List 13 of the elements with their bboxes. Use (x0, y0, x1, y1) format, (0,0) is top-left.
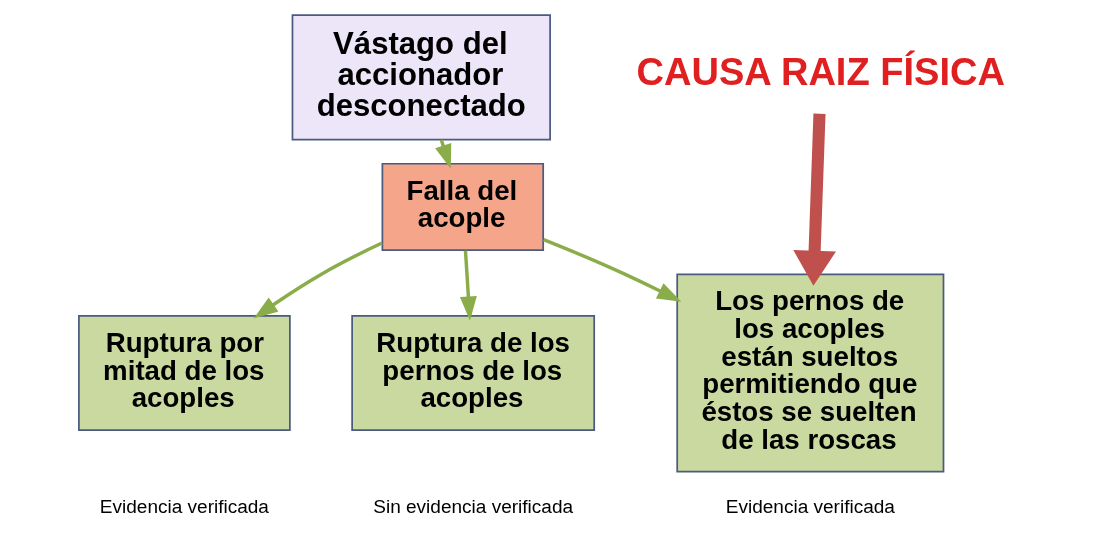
node-box: Ruptura por mitad de los acoples (78, 315, 291, 431)
node-box: Los pernos de los acoples están sueltos permitiendo que éstos se suelten de las roscas (676, 273, 945, 473)
node-box: Vástago del accionador desconectado (291, 14, 551, 141)
arrow (793, 113, 836, 286)
node-label: Evidencia verificada (725, 495, 895, 517)
node-text: CAUSA RAIZ FÍSICA (636, 51, 1005, 94)
arrow (459, 250, 477, 321)
node-box: Falla del acople (381, 162, 545, 252)
arrow (543, 238, 682, 302)
node-box: Ruptura de los pernos de los acoples (351, 315, 596, 431)
node-label: Evidencia verificada (99, 495, 269, 517)
node-label: Sin evidencia verificada (373, 495, 574, 517)
arrow (253, 241, 383, 319)
